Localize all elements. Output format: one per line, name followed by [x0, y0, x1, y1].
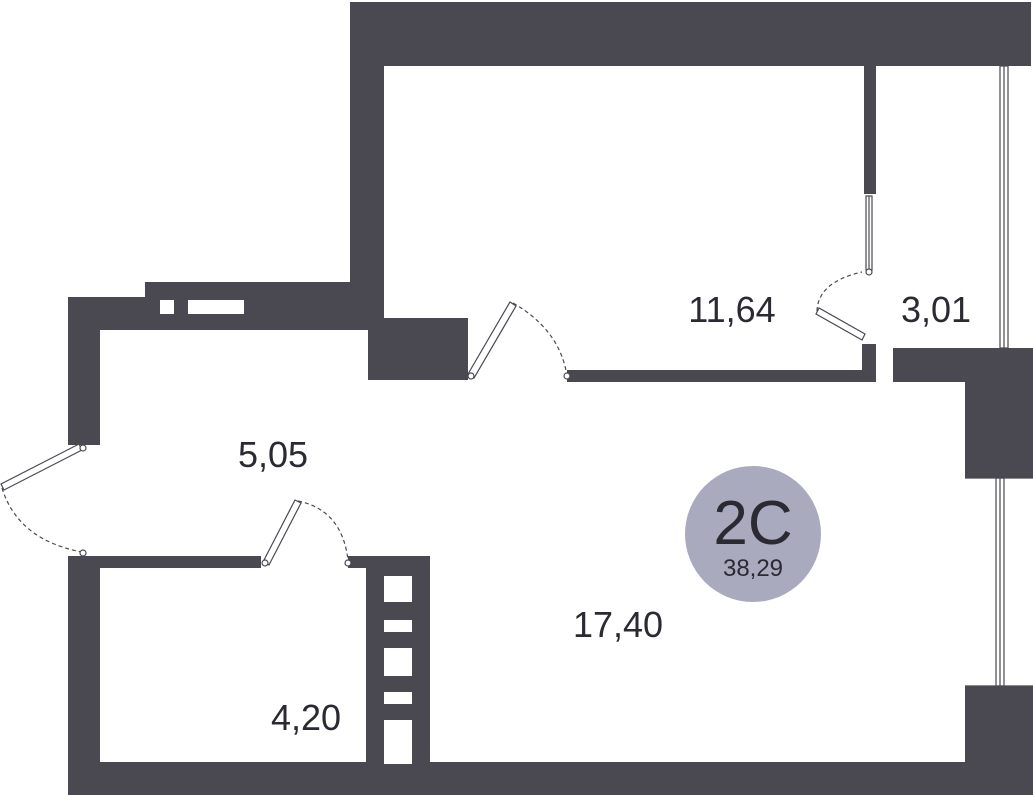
- wall-openings: [160, 300, 412, 764]
- wall-interior-horizontal: [567, 370, 867, 382]
- wall-upper-left: [350, 2, 384, 286]
- wall-right-upper: [965, 348, 1033, 478]
- doors: [0, 195, 873, 567]
- vent-small: [160, 300, 174, 314]
- wall-left-upper: [68, 297, 100, 445]
- shaft-2: [384, 620, 412, 632]
- room-area-bedroom: 11,64: [688, 289, 775, 330]
- apartment-badge: 2С 38,29: [685, 466, 821, 602]
- shaft-5: [384, 720, 412, 764]
- door-room: [467, 301, 571, 380]
- wall-left-lower: [68, 556, 100, 795]
- room-area-bathroom: 4,20: [271, 697, 341, 738]
- room-area-hall: 5,05: [238, 434, 308, 475]
- windows: [965, 65, 1033, 687]
- wall-bathroom-top: [68, 556, 261, 568]
- badge-apartment-type: 2С: [713, 489, 792, 558]
- wall-top: [350, 2, 1031, 66]
- room-area-living: 17,40: [573, 604, 663, 645]
- badge-circle: [685, 466, 821, 602]
- door-balcony: [815, 195, 873, 341]
- shaft-1: [384, 576, 412, 602]
- wall-balcony-stub: [862, 344, 876, 382]
- shaft-4: [384, 692, 412, 704]
- shaft-3: [384, 648, 412, 676]
- badge-total-area: 38,29: [723, 555, 783, 582]
- vent-long: [188, 300, 244, 314]
- door-entrance: [0, 443, 87, 557]
- wall-bottom: [68, 762, 1033, 795]
- wall-corridor-top: [145, 282, 384, 330]
- walls: [68, 2, 1033, 795]
- wall-stub: [368, 318, 468, 380]
- wall-balcony-partition: [864, 66, 876, 194]
- room-area-balcony: 3,01: [901, 289, 971, 330]
- door-bathroom: [261, 499, 352, 567]
